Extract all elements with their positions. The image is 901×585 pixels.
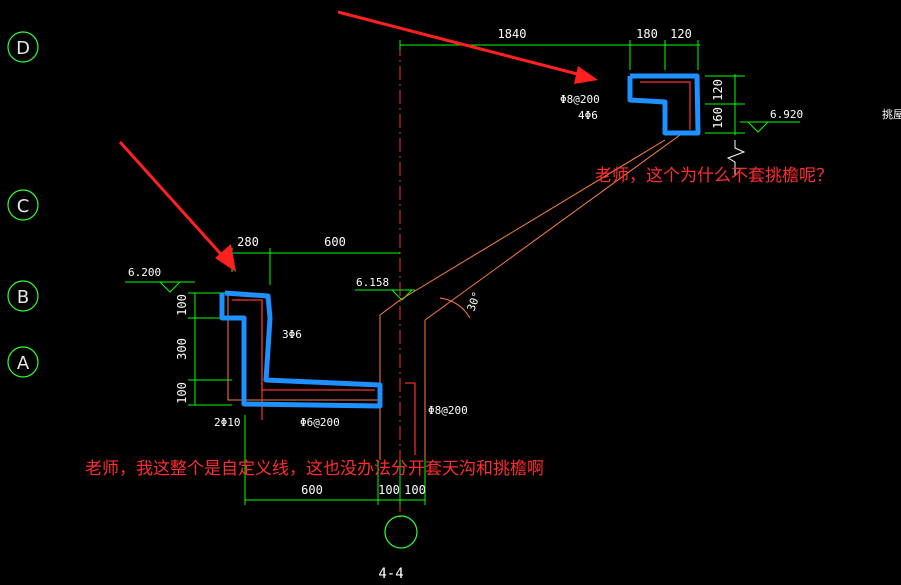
dim-100-top: 100	[175, 294, 189, 316]
elevation-left: 6.200	[128, 266, 161, 279]
grid-axes	[7, 31, 39, 378]
dim-100-bottom: 100	[175, 382, 189, 404]
note-bottom: 老师，我这整个是自定义线，这也没办法分开套天沟和挑檐啊	[85, 459, 544, 479]
rebar-label-mid-stirrup: Φ8@200	[428, 404, 468, 417]
grid-axis-b-label: B	[17, 287, 29, 308]
dim-120-right: 120	[711, 79, 725, 101]
dim-100-bottom-a: 100	[378, 483, 400, 497]
section-title: 4-4	[378, 566, 403, 582]
right-eave-highlight	[627, 73, 701, 136]
dim-600-bottom: 600	[301, 483, 323, 497]
highlighted-sections	[219, 73, 701, 409]
rebar-label-top-long: 4Φ6	[578, 109, 598, 122]
rebar-label-left-bottom: 2Φ10	[214, 416, 241, 429]
annotation-arrows	[118, 10, 598, 272]
section-marker-circle	[384, 515, 418, 549]
dim-280: 280	[237, 235, 259, 249]
elevation-right: 6.920	[770, 108, 803, 121]
dim-160-right: 160	[711, 107, 725, 129]
rebar-label-left-stirrup: Φ6@200	[300, 416, 340, 429]
rebar-label-left-long: 3Φ6	[282, 328, 302, 341]
rebar-lines	[232, 81, 691, 455]
rebar-label-top-stirrup: Φ8@200	[560, 93, 600, 106]
break-symbol	[726, 140, 746, 175]
dim-300: 300	[175, 338, 189, 360]
dim-600-top: 600	[324, 235, 346, 249]
note-top-question: 老师，这个为什么不套挑檐呢？	[595, 166, 833, 186]
dim-1840: 1840	[498, 27, 527, 41]
grid-axis-c-circle	[7, 189, 39, 221]
grid-axis-a-circle	[7, 346, 39, 378]
dim-100-bottom-b: 100	[404, 483, 426, 497]
dim-180: 180	[636, 27, 658, 41]
grid-axis-d-circle	[7, 31, 39, 63]
grid-axis-b-circle	[7, 280, 39, 312]
dim-120-top: 120	[670, 27, 692, 41]
grid-axis-a-label: A	[17, 353, 30, 374]
grid-axis-c-label: C	[17, 196, 30, 217]
grid-axis-d-label: D	[16, 38, 30, 59]
elevation-marks	[125, 121, 800, 301]
right-edge-label: 挑屋	[882, 107, 901, 121]
angle-label: 30°	[465, 290, 484, 313]
dimension-lines	[188, 40, 745, 505]
left-gutter-highlight	[219, 290, 383, 409]
elevation-mid: 6.158	[356, 276, 389, 289]
